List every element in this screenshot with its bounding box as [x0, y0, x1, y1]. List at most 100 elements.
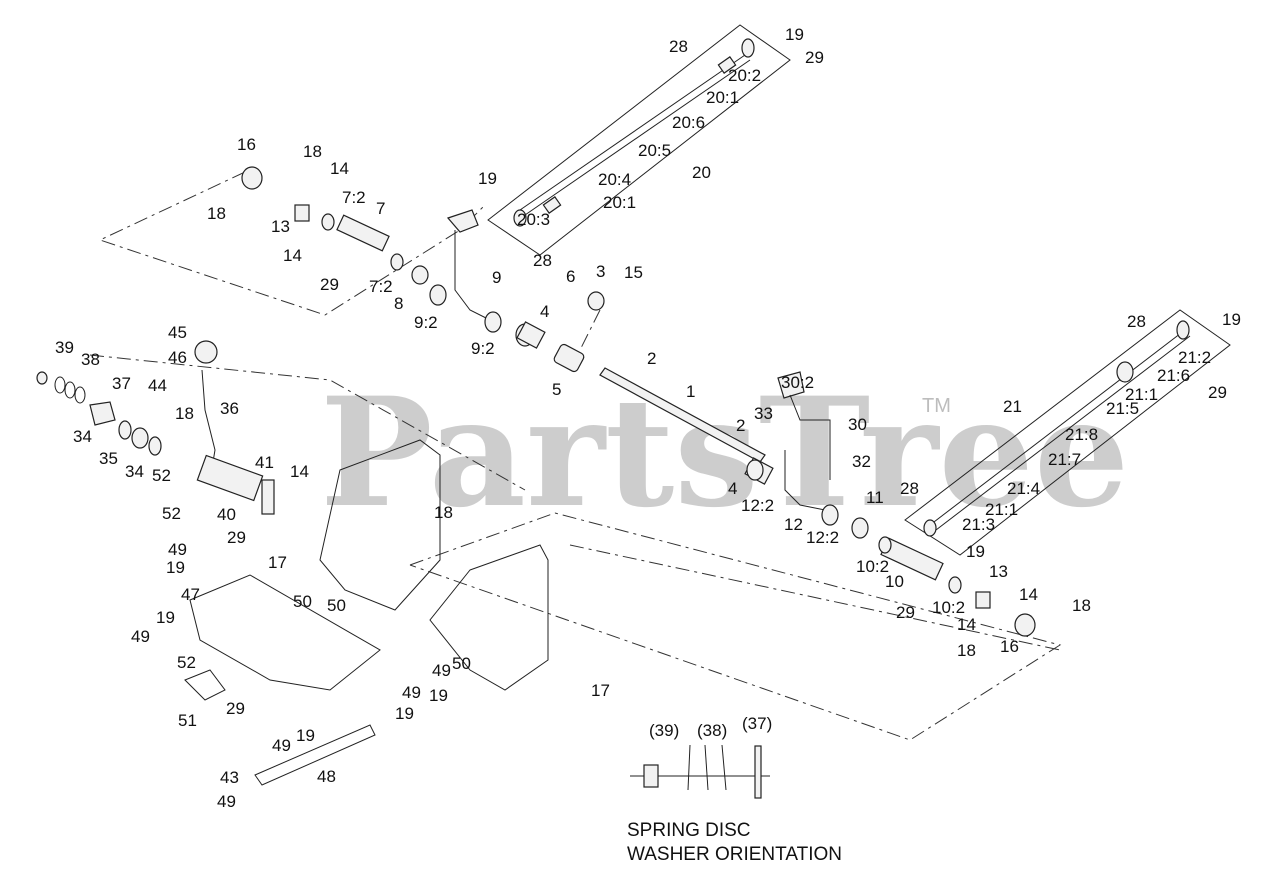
callout-9-2: 9:2	[414, 313, 438, 332]
callout-labels: 28192920:220:120:620:52020:420:120:32819…	[55, 25, 1241, 811]
callout-14: 14	[957, 615, 976, 634]
linkage-20-rod	[519, 54, 746, 211]
callout-4: 4	[728, 479, 737, 498]
callout-18: 18	[957, 641, 976, 660]
knob-16-lower	[1014, 613, 1036, 637]
callout-52: 52	[152, 466, 171, 485]
frame-plates	[184, 439, 549, 786]
callout-19: 19	[395, 704, 414, 723]
pedal-12-arm	[784, 450, 826, 511]
callout-2: 2	[647, 349, 656, 368]
orientation-label-39: (39)	[649, 721, 679, 740]
callout-17: 17	[268, 553, 287, 572]
bushing-4-body	[516, 321, 546, 349]
callout-10-2: 10:2	[856, 557, 889, 576]
disc-38-a	[54, 376, 66, 394]
callout-5: 5	[552, 380, 561, 399]
callout-19: 19	[1222, 310, 1241, 329]
callout-38: 38	[81, 350, 100, 369]
bushing-10-2-lower	[948, 576, 962, 594]
callout-11: 11	[866, 488, 884, 507]
callout-49: 49	[168, 540, 187, 559]
callout-19: 19	[785, 25, 804, 44]
callout-30: 30	[848, 415, 867, 434]
callout-21-4: 21:4	[1007, 479, 1040, 498]
callout-50: 50	[293, 592, 312, 611]
callout-20-1: 20:1	[706, 88, 739, 107]
callout-52: 52	[177, 653, 196, 672]
callout-21-8: 21:8	[1065, 425, 1098, 444]
plate-37	[89, 401, 116, 426]
callout-28: 28	[533, 251, 552, 270]
callout-20-4: 20:4	[598, 170, 631, 189]
orientation-label-38: (38)	[697, 721, 727, 740]
callout-29: 29	[227, 528, 246, 547]
callout-13: 13	[271, 217, 290, 236]
callout-49: 49	[432, 661, 451, 680]
spring-11	[851, 517, 869, 539]
callout-37: 37	[112, 374, 131, 393]
disc-38-detail-c	[721, 744, 727, 791]
bushing-12-2-upper	[746, 459, 764, 481]
callout-18: 18	[1072, 596, 1091, 615]
lower-frame-boundary	[409, 512, 1062, 741]
linkage-20-rod-edge	[524, 59, 751, 216]
callout-28: 28	[669, 37, 688, 56]
pedal-9-pad	[446, 209, 479, 233]
bracket-13-upper	[294, 204, 310, 222]
orientation-label-37: (37)	[742, 714, 772, 733]
bushing-9-2-upper	[429, 284, 447, 306]
bracket-30	[789, 394, 831, 480]
callout-44: 44	[148, 376, 167, 395]
callout-29: 29	[226, 699, 245, 718]
linkage-20-end-fitting	[741, 38, 755, 58]
callout-1: 1	[686, 382, 695, 401]
pedal-9-arm	[454, 230, 491, 321]
disc-34-b	[148, 436, 162, 456]
callout-43: 43	[220, 768, 239, 787]
note-line-2: WASHER ORIENTATION	[627, 844, 842, 865]
callout-18: 18	[303, 142, 322, 161]
callout-21-5: 21:5	[1106, 399, 1139, 418]
plate-37-detail	[754, 745, 762, 799]
bracket-assembly-7	[241, 166, 429, 285]
callout-39: 39	[55, 338, 74, 357]
left-lever-boundary	[89, 354, 526, 491]
bushing-10-2-upper	[878, 536, 892, 554]
upper-left-boundary	[98, 171, 486, 316]
spring-link-line	[579, 309, 601, 351]
callout-21: 21	[1003, 397, 1022, 416]
callout-19: 19	[429, 686, 448, 705]
callout-7: 7	[376, 199, 385, 218]
callout-29: 29	[320, 275, 339, 294]
linkage-21-bushing	[1116, 361, 1134, 383]
callout-18: 18	[207, 204, 226, 223]
callout-19: 19	[156, 608, 175, 627]
bushing-7-2-upper	[321, 213, 335, 231]
linkage-assembly-21	[904, 309, 1231, 556]
callout-52: 52	[162, 504, 181, 523]
bushing-7-2-lower	[390, 253, 404, 271]
callout-7-2: 7:2	[342, 188, 366, 207]
spring-5	[553, 343, 585, 373]
nut-39	[36, 371, 48, 385]
plate-41	[261, 479, 275, 515]
linkage-21-rod	[929, 329, 1186, 526]
callout-28: 28	[1127, 312, 1146, 331]
watermark: PartsTree TM	[320, 365, 1129, 541]
callout-14: 14	[283, 246, 302, 265]
disc-38-detail-a	[687, 744, 691, 791]
orientation-detail: (39) (38) (37) SPRING DISC WASHER ORIENT…	[627, 714, 842, 865]
callout-41: 41	[255, 453, 274, 472]
nut-39-detail	[643, 764, 659, 788]
watermark-trademark: TM	[922, 395, 951, 417]
callout-16: 16	[237, 135, 256, 154]
callout-17: 17	[591, 681, 610, 700]
callout-12-2: 12:2	[806, 528, 839, 547]
callout-29: 29	[1208, 383, 1227, 402]
callout-2: 2	[736, 416, 745, 435]
callout-35: 35	[99, 449, 118, 468]
callout-9-2: 9:2	[471, 339, 495, 358]
callout-36: 36	[220, 399, 239, 418]
callout-49: 49	[272, 736, 291, 755]
